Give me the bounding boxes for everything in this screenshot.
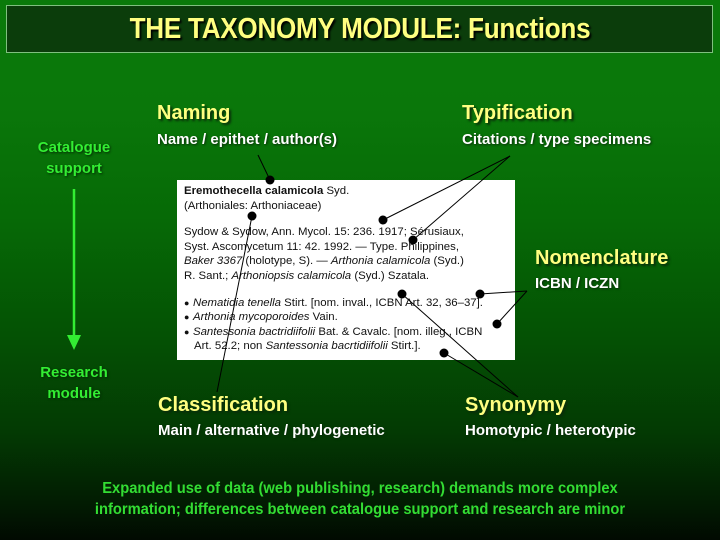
naming-heading: Naming <box>157 102 231 124</box>
synonym-item: ●Arthonia mycoporoides Vain. <box>184 310 515 325</box>
research-module-line1: Research <box>40 364 108 381</box>
citation-line-3: Baker 3367 (holotype, S). — Arthonia cal… <box>184 254 515 269</box>
down-arrow-icon <box>67 189 81 350</box>
bullet-icon: ● <box>184 312 190 323</box>
synonym-item: ●Santessonia bactridiifolii Bat. & Caval… <box>184 325 515 340</box>
synonym-name: Arthoniopsis calamicola <box>231 269 352 282</box>
footer-note: Expanded use of data (web publishing, re… <box>18 478 702 520</box>
taxon-author: Syd. <box>323 185 350 197</box>
citation-text: R. Sant.; <box>184 269 232 282</box>
type-specimen: Baker 3367 <box>184 255 243 268</box>
synonym-note: Bat. & Cavalc. [nom. illeg., ICBN <box>315 325 483 338</box>
typification-heading: Typification <box>462 102 573 124</box>
taxon-name-line: Eremothecella calamicola Syd. <box>184 184 515 199</box>
typification-subheading: Citations / type specimens <box>462 131 652 148</box>
synonymy-heading: Synonymy <box>465 394 567 416</box>
synonym-item: ●Nematidia tenella Stirt. [nom. inval., … <box>184 296 515 311</box>
taxon-record-card: Eremothecella calamicola Syd. (Arthonial… <box>177 180 515 360</box>
citation-text: (Syd.) <box>430 255 464 268</box>
catalogue-support-line2: support <box>46 160 102 177</box>
title-banner: THE TAXONOMY MODULE: Functions <box>6 5 713 53</box>
citation-line-2: Syst. Ascomycetum 11: 42. 1992. — Type. … <box>184 240 459 253</box>
footer-line-1: Expanded use of data (web publishing, re… <box>102 480 618 497</box>
synonym-name: Nematidia tenella <box>193 296 282 309</box>
citation-text: (Syd.) Szatala. <box>351 269 430 282</box>
nomenclature-subheading: ICBN / ICZN <box>535 275 620 292</box>
citation-text: (holotype, S). — <box>242 255 331 268</box>
bullet-icon: ● <box>184 297 190 308</box>
taxon-classification: (Arthoniales: Arthoniaceae) <box>184 199 322 212</box>
citation-line-1: Sydow & Sydow, Ann. Mycol. 15: 236. 1917… <box>184 226 464 239</box>
research-module-label: Research module <box>19 362 129 404</box>
synonym-note: Stirt. [nom. inval., ICBN Art. 32, 36–37… <box>281 296 483 309</box>
synonymy-subheading: Homotypic / heterotypic <box>465 422 636 439</box>
page-title: THE TAXONOMY MODULE: Functions <box>129 12 590 45</box>
basionym-name: Arthonia calamicola <box>330 255 431 268</box>
taxon-name: Eremothecella calamicola <box>184 185 324 197</box>
synonym-name: Santessonia bacrtidiifolii <box>265 340 388 353</box>
synonym-name: Arthonia mycoporoides <box>193 311 310 324</box>
bullet-icon: ● <box>184 326 190 337</box>
nomenclature-heading: Nomenclature <box>535 247 669 269</box>
footer-line-2: information; differences between catalog… <box>94 501 626 518</box>
research-module-line2: module <box>47 385 101 402</box>
synonym-name: Santessonia bactridiifolii <box>193 325 316 338</box>
synonym-note: Art. 52.2; non <box>194 340 266 353</box>
synonym-note: Stirt.]. <box>387 340 421 353</box>
naming-subheading: Name / epithet / author(s) <box>157 131 338 148</box>
classification-heading: Classification <box>158 394 289 416</box>
classification-subheading: Main / alternative / phylogenetic <box>158 422 385 439</box>
citation-line-4: R. Sant.; Arthoniopsis calamicola (Syd.)… <box>184 269 515 284</box>
synonym-item-continuation: Art. 52.2; non Santessonia bacrtidiifoli… <box>184 339 515 354</box>
synonym-note: Vain. <box>309 311 338 324</box>
catalogue-support-label: Catalogue support <box>19 137 129 179</box>
catalogue-support-line1: Catalogue <box>37 139 111 156</box>
